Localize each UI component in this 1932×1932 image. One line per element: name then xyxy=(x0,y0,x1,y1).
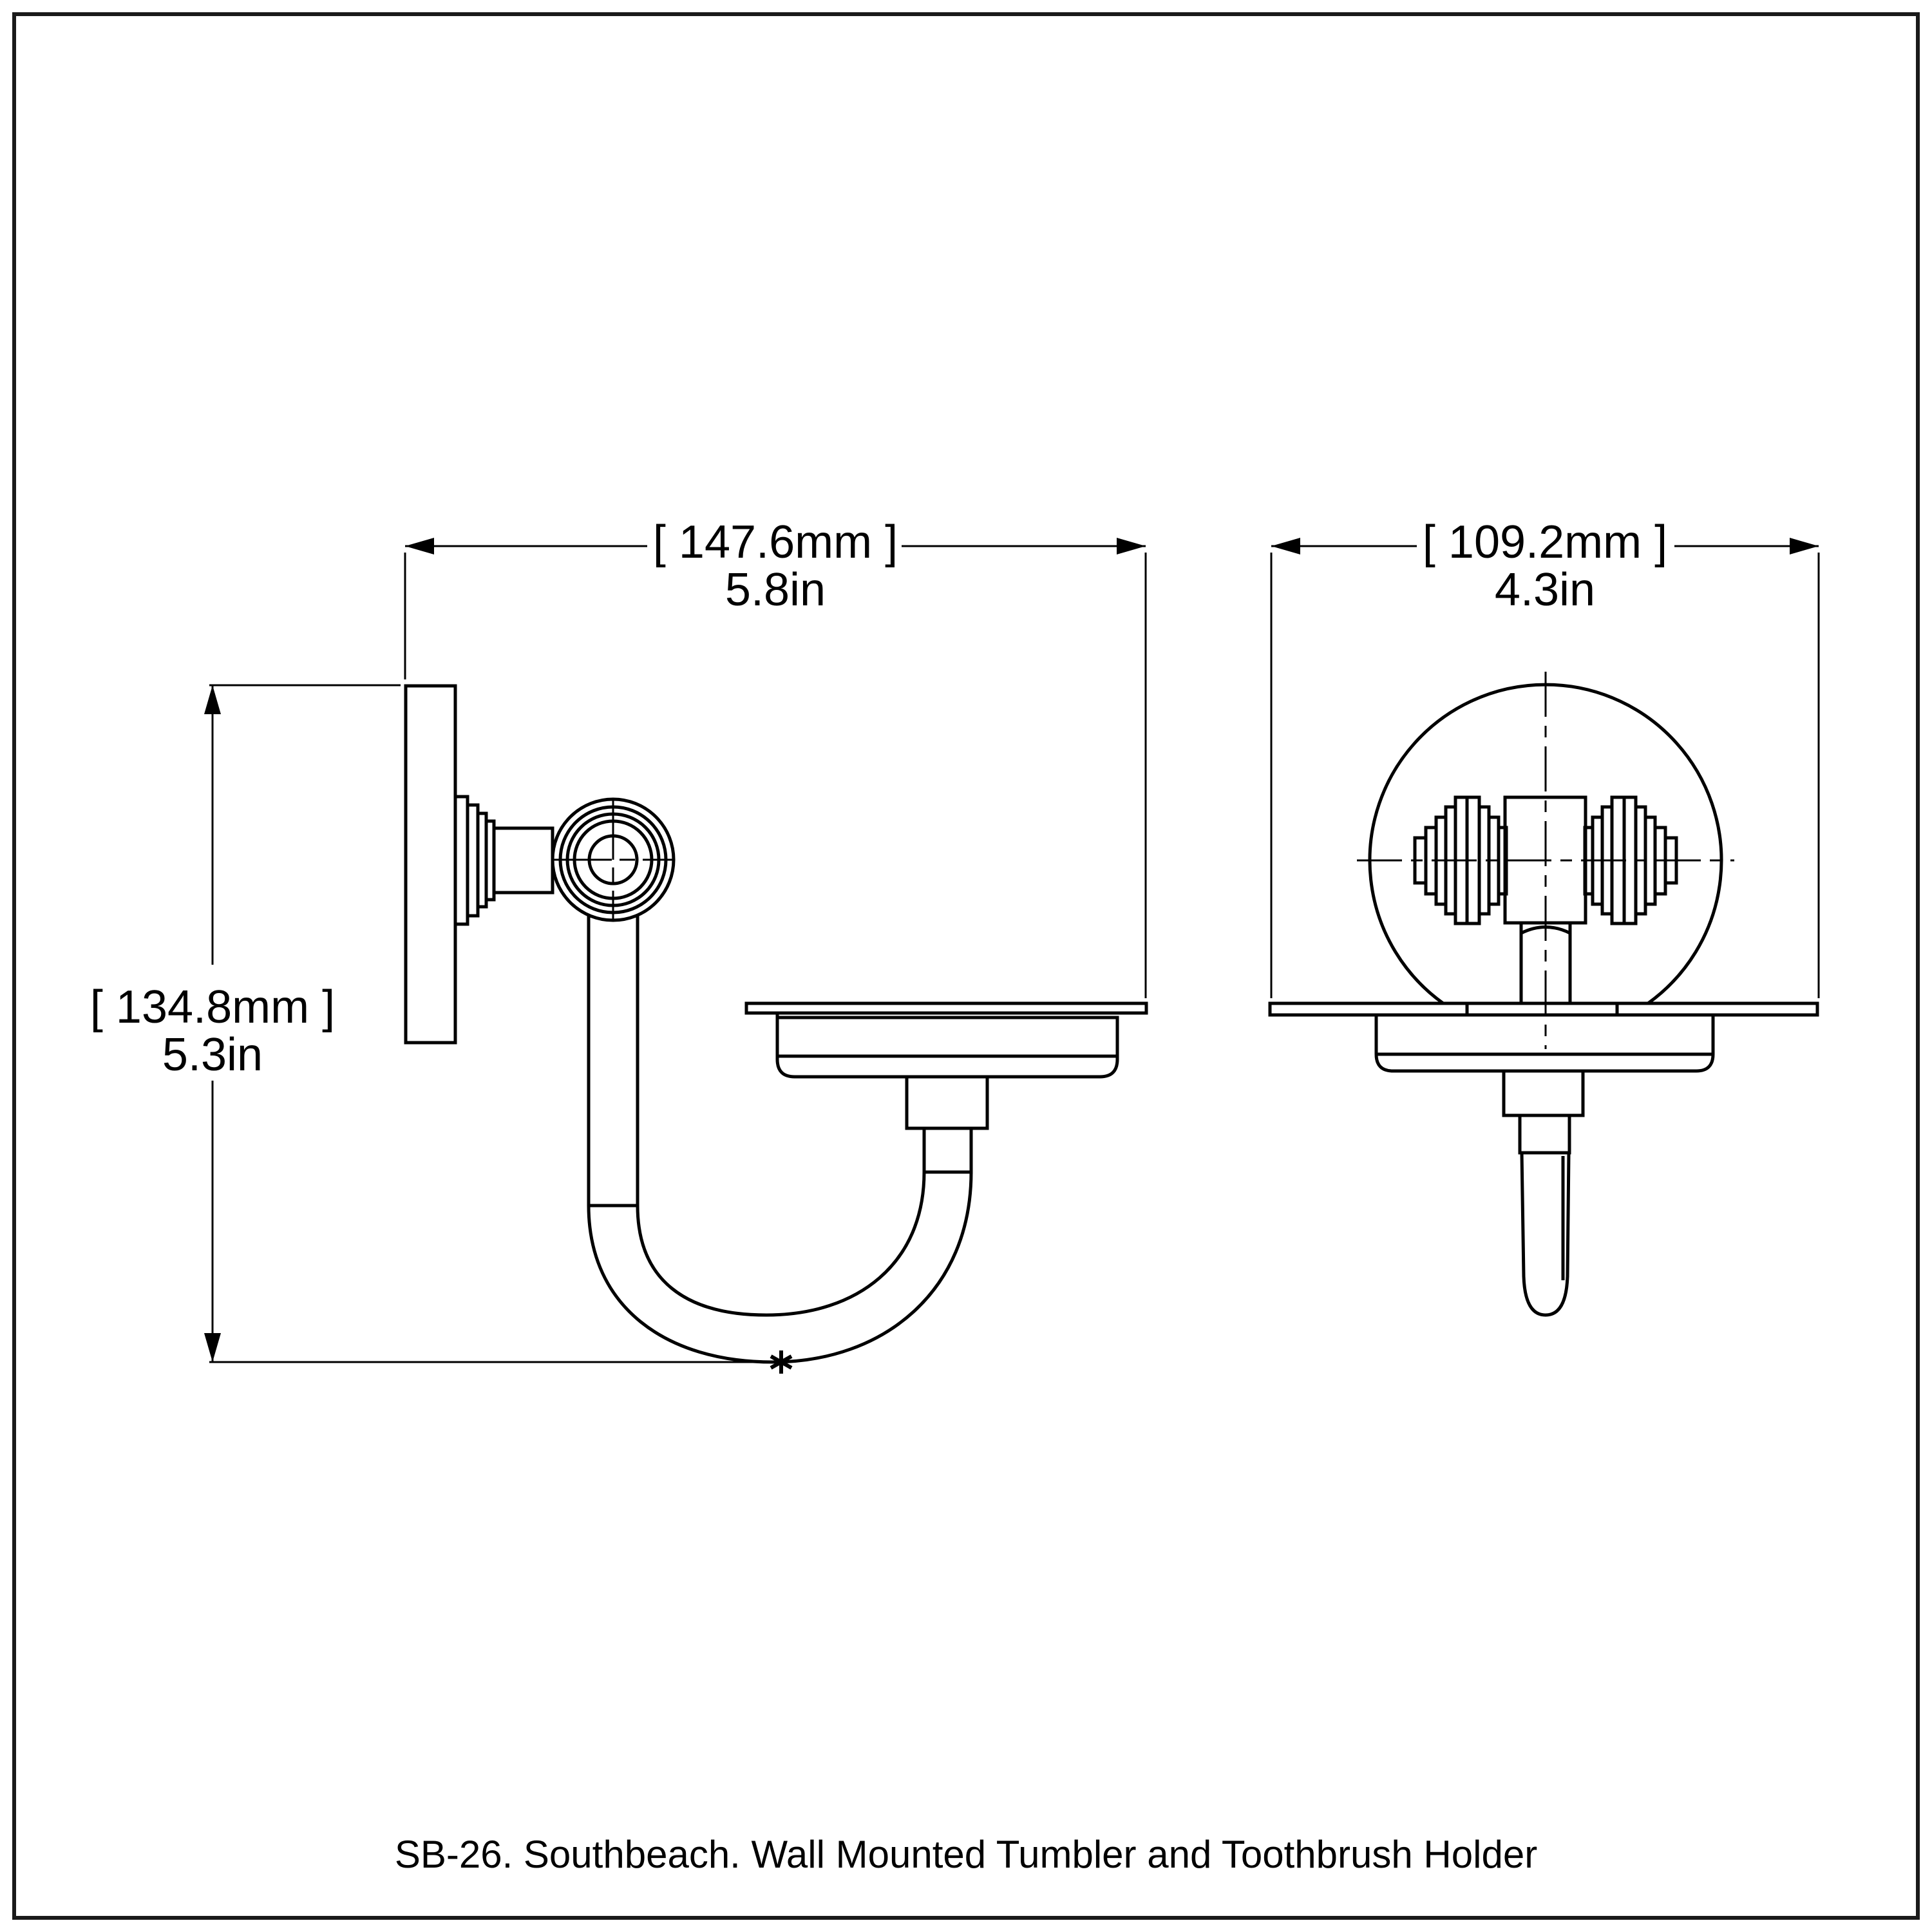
front-view xyxy=(1268,672,1819,1317)
dim-height-mm: [ 134.8mm ] xyxy=(90,981,335,1033)
side-backplate xyxy=(404,684,457,1045)
dimension-front-width xyxy=(1270,538,1820,998)
frame-border xyxy=(12,12,1920,1920)
side-bracket-crosshair xyxy=(553,800,674,920)
arm-bottom-marker-asterisk xyxy=(770,1350,793,1374)
side-mount-neck xyxy=(492,826,554,895)
side-stem-lower xyxy=(922,1126,973,1174)
arrowhead-left xyxy=(405,538,434,554)
dimension-side-width xyxy=(404,538,1147,998)
front-centerlines xyxy=(1357,672,1734,1049)
front-dish-rim xyxy=(1268,1001,1819,1017)
side-view xyxy=(404,684,1148,1364)
front-right-disc-stack xyxy=(1583,795,1678,925)
dim-side-width-mm: [ 147.6mm ] xyxy=(653,516,898,568)
side-stem-upper xyxy=(905,1075,989,1130)
drawing-caption: SB-26. Southbeach. Wall Mounted Tumbler … xyxy=(395,1833,1537,1876)
front-left-disc-stack xyxy=(1413,795,1508,925)
dimension-height xyxy=(204,684,781,1363)
dim-side-width-in: 5.8in xyxy=(725,564,826,616)
front-arm-rod xyxy=(1520,1152,1571,1317)
front-rod-outline xyxy=(1520,1152,1571,1317)
dim-height-in: 5.3in xyxy=(162,1029,263,1081)
side-u-arm xyxy=(587,915,973,1364)
side-holder-dish xyxy=(744,1001,1148,1174)
arrowhead-right xyxy=(1117,538,1146,554)
side-arm-inner-curve xyxy=(636,1171,926,1317)
front-bracket-assembly xyxy=(1413,795,1678,1003)
front-holder-dish xyxy=(1268,1001,1819,1155)
dim-front-width-in: 4.3in xyxy=(1495,564,1595,616)
front-stem-lower xyxy=(1518,1113,1571,1155)
arrowhead-top xyxy=(204,685,221,714)
side-dish-rim xyxy=(744,1001,1148,1015)
front-rod-shoulder-arc xyxy=(1520,925,1571,935)
arrowhead-left xyxy=(1271,538,1300,554)
arrowhead-right xyxy=(1790,538,1819,554)
side-mount-steps xyxy=(453,795,554,926)
side-cup-body xyxy=(775,1016,1119,1079)
front-center-block xyxy=(1503,795,1587,925)
side-arm-outer-curve xyxy=(587,1171,973,1364)
arrowhead-bottom xyxy=(204,1333,221,1362)
front-cup-body xyxy=(1374,1016,1715,1073)
dim-front-width-mm: [ 109.2mm ] xyxy=(1423,516,1667,568)
front-stem-upper xyxy=(1502,1069,1585,1117)
